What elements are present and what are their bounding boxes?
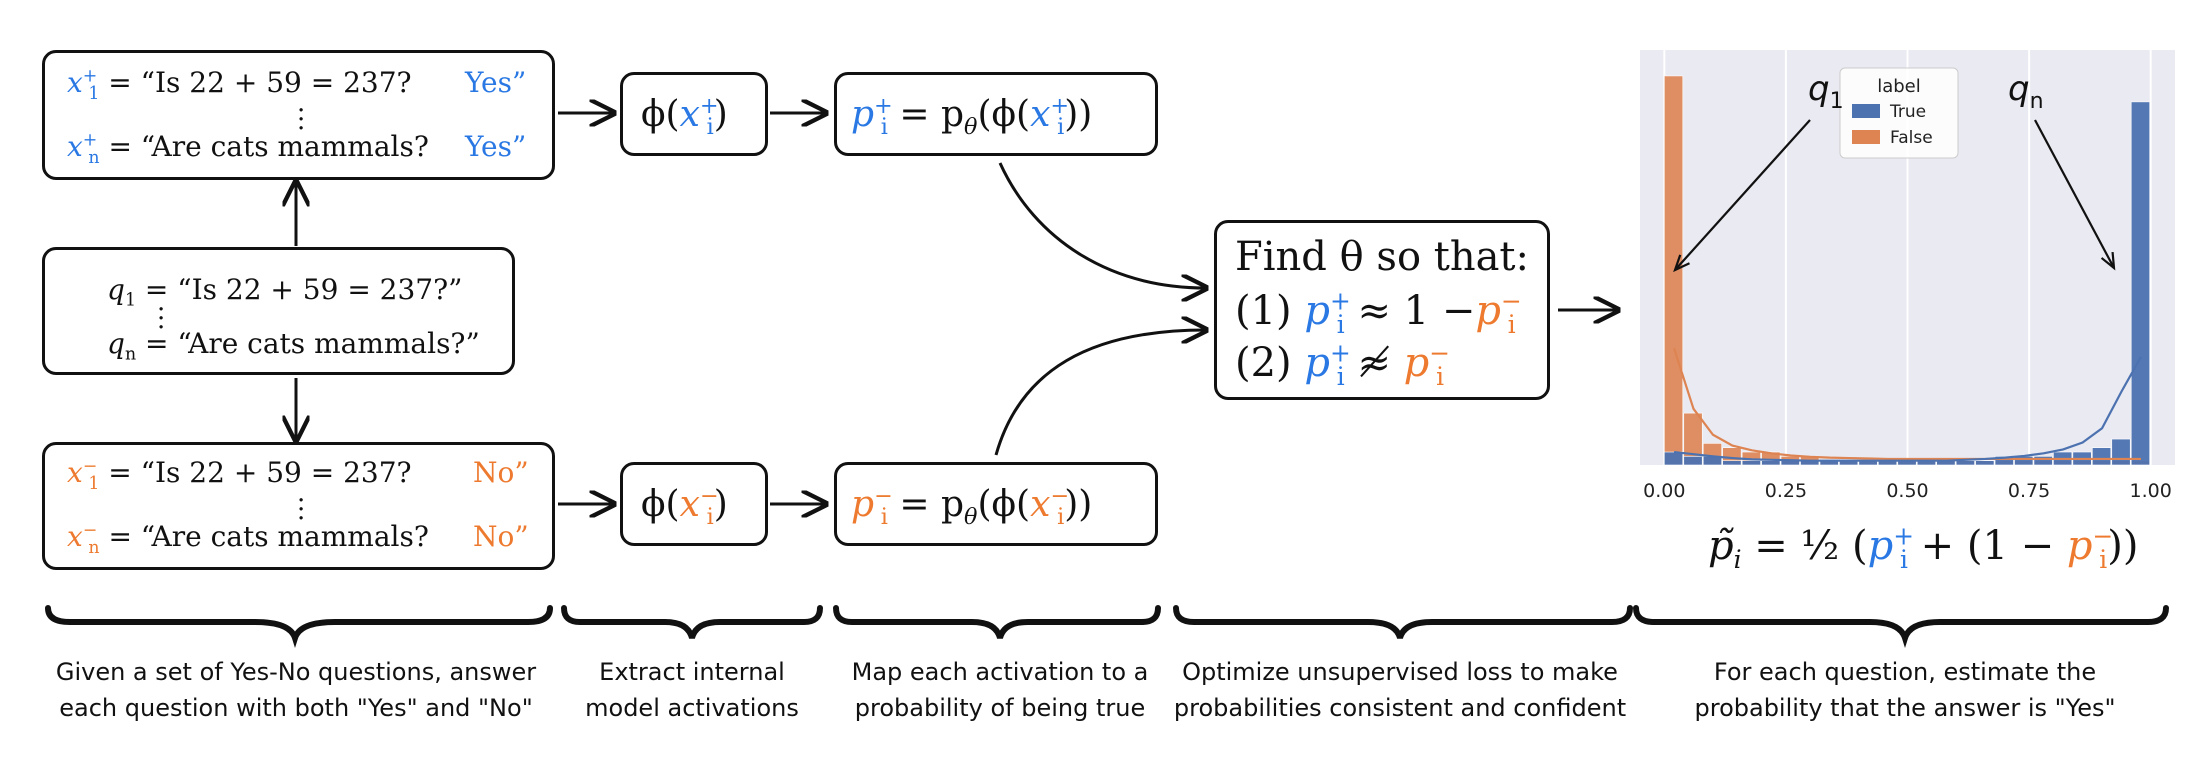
activation-pos: ϕ(x+i)	[641, 93, 728, 141]
vertical-ellipsis: ···	[297, 96, 306, 144]
estimate-formula: p̃i = ½ (p+i + (1 − p−i))	[1708, 521, 2139, 574]
x-tick-label: 0.25	[1765, 480, 1807, 502]
bar-true	[2014, 456, 2034, 466]
caption-probabilities: Map each activation to a probability of …	[851, 658, 1149, 722]
annotation-arrow-line	[1674, 119, 1811, 271]
activation-neg: ϕ(x−i)	[641, 483, 728, 531]
arrow-probpos-to-objective	[998, 162, 1206, 288]
negative-answer-n: No”	[473, 520, 529, 553]
vertical-ellipsis: ···	[297, 486, 306, 534]
bar-true	[1994, 456, 2014, 466]
bar-true	[2092, 447, 2112, 466]
negative-prompt-n: x−n = “Are cats mammals?	[67, 520, 429, 558]
bar-true	[2111, 438, 2131, 466]
bar-true	[1664, 451, 1684, 466]
brace-2	[561, 605, 823, 639]
positive-prompt-1: x+1 = “Is 22 + 59 = 237?	[67, 66, 412, 104]
probability-neg: p−i = pθ(ϕ(x−i))	[851, 483, 1093, 531]
question-1: q1 = “Is 22 + 59 = 237?”	[107, 273, 463, 311]
bar-true	[1683, 456, 1703, 466]
annotation-arrow-line	[2034, 119, 2115, 269]
x-tick-label: 1.00	[2130, 480, 2172, 502]
caption-estimate: For each question, estimate the probabil…	[1694, 658, 2116, 722]
positive-prompts-box: x+1 = “Is 22 + 59 = 237? Yes” ··· x+n = …	[42, 50, 555, 180]
bar-true	[1761, 460, 1781, 466]
positive-answer-n: Yes”	[465, 130, 527, 163]
probability-neg-box: p−i = pθ(ϕ(x−i))	[834, 462, 1158, 546]
legend-swatch	[1852, 104, 1880, 118]
bar-true	[1955, 460, 1975, 466]
caption-questions: Given a set of Yes-No questions, answer …	[55, 658, 537, 722]
kde-true	[1673, 356, 2142, 462]
vertical-ellipsis: ···	[157, 295, 166, 343]
brace-4	[1173, 605, 1633, 640]
probability-pos: p+i = pθ(ϕ(x+i))	[851, 93, 1093, 141]
negative-answer-1: No”	[473, 456, 529, 489]
brace-1	[45, 605, 553, 649]
legend-label: False	[1890, 128, 1933, 148]
x-tick-label: 0.00	[1643, 480, 1685, 502]
caption-activations: Extract internal model activations	[585, 658, 799, 722]
questions-box: q1 = “Is 22 + 59 = 237?” ··· qn = “Are c…	[42, 247, 515, 375]
activation-pos-box: ϕ(x+i)	[620, 72, 768, 156]
legend-swatch	[1852, 130, 1880, 144]
legend-title: label	[1877, 76, 1921, 97]
brace-5	[1633, 605, 2169, 649]
arrow-probneg-to-objective	[994, 330, 1206, 456]
question-n: qn = “Are cats mammals?”	[107, 327, 480, 365]
annotation-subscript: n	[2030, 89, 2044, 114]
bar-false	[1664, 75, 1684, 466]
annotation-qn: qn	[2008, 69, 2044, 114]
bar-true	[1722, 460, 1742, 466]
annotation-arrow-head	[2100, 251, 2116, 271]
kde-false	[1672, 347, 2141, 461]
x-tick-label: 0.50	[1886, 480, 1928, 502]
bar-true	[2033, 456, 2053, 466]
brace-3	[833, 605, 1161, 639]
braces	[45, 605, 2169, 649]
bar-true	[1975, 460, 1995, 466]
positive-prompt-n: x+n = “Are cats mammals?	[67, 130, 429, 168]
bar-true	[2130, 101, 2150, 466]
objective-constraint-2: (2) p+i ≉ p−i	[1235, 338, 1451, 391]
positive-answer-1: Yes”	[465, 66, 527, 99]
x-tick-label: 0.75	[2008, 480, 2050, 502]
probability-pos-box: p+i = pθ(ϕ(x+i))	[834, 72, 1158, 156]
caption-objective: Optimize unsupervised loss to make proba…	[1173, 658, 1627, 722]
negative-prompt-1: x−1 = “Is 22 + 59 = 237?	[67, 456, 412, 494]
negative-prompts-box: x−1 = “Is 22 + 59 = 237? No” ··· x−n = “…	[42, 442, 555, 570]
objective-constraint-1: (1) p+i ≈ 1 −p−i	[1235, 286, 1522, 339]
objective-title: Find θ so that:	[1235, 234, 1529, 280]
objective-box: Find θ so that: (1) p+i ≈ 1 −p−i (2) p+i…	[1214, 220, 1550, 400]
activation-neg-box: ϕ(x−i)	[620, 462, 768, 546]
annotation-arrow-head	[1673, 254, 1690, 273]
bar-true	[1741, 460, 1761, 466]
legend-label: True	[1889, 102, 1926, 122]
annotation-subscript: 1	[1830, 89, 1844, 114]
